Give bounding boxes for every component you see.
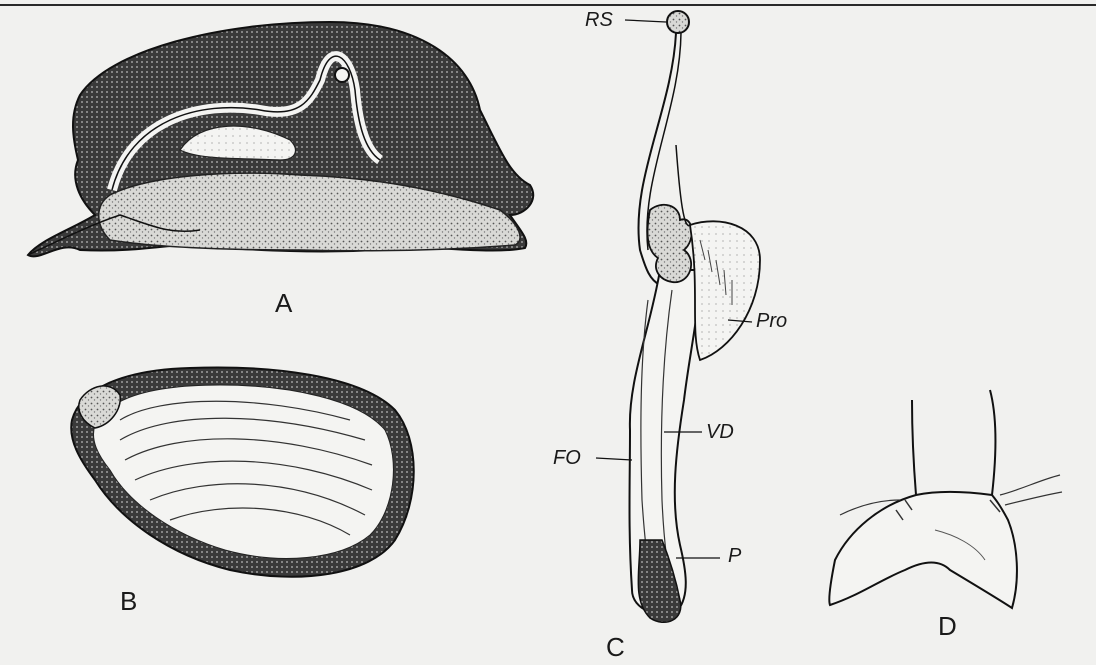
label-p: P	[728, 545, 741, 568]
figure-b-shell	[71, 367, 414, 576]
label-fo: FO	[553, 447, 581, 470]
label-figure-d: D	[938, 611, 957, 642]
label-figure-a: A	[275, 288, 292, 319]
label-figure-c: C	[606, 632, 625, 663]
figure-d-structure	[829, 390, 1062, 608]
label-vd: VD	[706, 421, 734, 444]
figure-c-organ	[596, 11, 760, 622]
label-pro: Pro	[756, 310, 787, 333]
label-figure-b: B	[120, 586, 137, 617]
figure-a-animal	[28, 22, 533, 256]
label-rs: RS	[585, 9, 613, 32]
